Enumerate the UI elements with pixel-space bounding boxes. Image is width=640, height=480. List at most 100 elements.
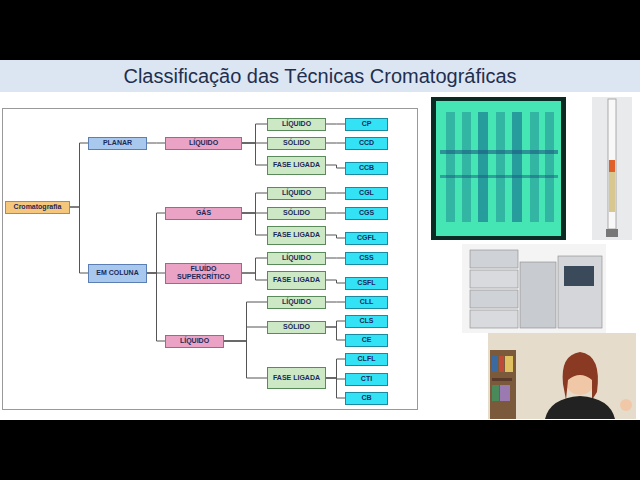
category-box: PLANAR <box>88 137 147 150</box>
tree-connector <box>70 143 88 207</box>
tree-connector <box>326 143 345 144</box>
tree-connector <box>326 124 345 125</box>
tree-connector <box>224 341 267 378</box>
tree-connector <box>326 302 345 303</box>
box-label: CCD <box>357 138 376 148</box>
tlc-plate <box>431 97 566 240</box>
category-box: LÍQUIDO <box>267 252 326 265</box>
tree-connector <box>147 273 165 341</box>
category-box: Cromatografia <box>5 201 70 214</box>
technique-box: CLS <box>345 315 388 328</box>
technique-box: CGS <box>345 207 388 220</box>
tree-connector <box>326 280 345 283</box>
box-label: CE <box>360 335 374 345</box>
technique-box: CSS <box>345 252 388 265</box>
box-label: CLS <box>358 316 376 326</box>
category-box: FASE LIGADA <box>267 226 326 245</box>
technique-box: CCD <box>345 137 388 150</box>
tree-connector <box>147 213 165 273</box>
tree-connector <box>242 273 267 280</box>
tree-connector <box>147 143 165 144</box>
category-box: FLUÍDO SUPERCRÍTICO <box>165 263 242 284</box>
column-photo <box>592 97 632 240</box>
slide-ground <box>0 60 640 420</box>
box-label: FLUÍDO SUPERCRÍTICO <box>166 264 241 281</box>
box-label: CGFL <box>355 233 378 243</box>
category-box: SÓLIDO <box>267 207 326 220</box>
box-label: CSFL <box>355 278 377 288</box>
tree-connector <box>326 258 345 259</box>
category-box: FASE LIGADA <box>267 271 326 290</box>
tree-connector <box>326 235 345 238</box>
title-text: Classificação das Técnicas Cromatográfic… <box>123 65 516 88</box>
box-label: CB <box>359 393 373 403</box>
category-box: FASE LIGADA <box>267 367 326 389</box>
box-label: GÁS <box>194 208 213 218</box>
box-label: CGS <box>357 208 376 218</box>
box-label: Cromatografia <box>12 202 64 212</box>
category-box: LÍQUIDO <box>267 187 326 200</box>
tree-connector <box>326 378 345 398</box>
box-label: PLANAR <box>101 138 134 148</box>
letterbox-bottom <box>0 420 640 480</box>
technique-box: CGL <box>345 187 388 200</box>
technique-box: CP <box>345 118 388 131</box>
category-box: SÓLIDO <box>267 137 326 150</box>
category-box: LÍQUIDO <box>267 296 326 309</box>
tree-connector <box>326 213 345 214</box>
technique-box: CLL <box>345 296 388 309</box>
category-box: LÍQUIDO <box>165 335 224 348</box>
box-label: SÓLIDO <box>281 208 312 218</box>
tree-connector <box>242 143 267 165</box>
tree-connector <box>70 207 88 273</box>
diagram-frame <box>3 109 418 410</box>
category-box: LÍQUIDO <box>267 118 326 131</box>
box-label: FASE LIGADA <box>271 275 322 285</box>
webcam-presenter <box>488 333 636 419</box>
letterbox-top <box>0 0 640 60</box>
box-label: LÍQUIDO <box>187 138 220 148</box>
technique-box: CGFL <box>345 232 388 245</box>
box-label: LÍQUIDO <box>178 336 211 346</box>
technique-box: CCB <box>345 162 388 175</box>
box-label: CLL <box>358 297 376 307</box>
box-label: CP <box>360 119 374 129</box>
tree-connector <box>326 327 345 340</box>
tree-connector <box>242 258 267 273</box>
category-box: FASE LIGADA <box>267 156 326 175</box>
box-label: LÍQUIDO <box>280 188 313 198</box>
box-label: LÍQUIDO <box>280 297 313 307</box>
technique-box: CSFL <box>345 277 388 290</box>
tree-connector <box>224 327 267 341</box>
box-label: EM COLUNA <box>94 268 140 278</box>
category-box: EM COLUNA <box>88 264 147 283</box>
tree-connector <box>242 213 267 235</box>
tree-connector <box>326 193 345 194</box>
box-label: CLFL <box>356 354 378 364</box>
box-label: FASE LIGADA <box>271 230 322 240</box>
box-label: LÍQUIDO <box>280 253 313 263</box>
tree-connector <box>326 165 345 168</box>
box-label: FASE LIGADA <box>271 373 322 383</box>
tree-connector <box>326 359 345 378</box>
box-label: SÓLIDO <box>281 322 312 332</box>
title-band <box>0 60 640 92</box>
slide-title: Classificação das Técnicas Cromatográfic… <box>0 60 640 92</box>
box-label: FASE LIGADA <box>271 160 322 170</box>
technique-box: CTI <box>345 373 388 386</box>
box-label: CGL <box>357 188 376 198</box>
technique-box: CLFL <box>345 353 388 366</box>
category-box: LÍQUIDO <box>165 137 242 150</box>
tree-connector <box>242 193 267 213</box>
tree-connector <box>224 302 267 341</box>
tree-connector <box>326 321 345 327</box>
box-label: CSS <box>357 253 375 263</box>
category-box: GÁS <box>165 207 242 220</box>
box-label: LÍQUIDO <box>280 119 313 129</box>
box-label: CTI <box>359 374 374 384</box>
technique-box: CB <box>345 392 388 405</box>
tree-connector <box>242 124 267 143</box>
box-label: CCB <box>357 163 376 173</box>
hplc-instrument <box>462 244 606 333</box>
box-label: SÓLIDO <box>281 138 312 148</box>
